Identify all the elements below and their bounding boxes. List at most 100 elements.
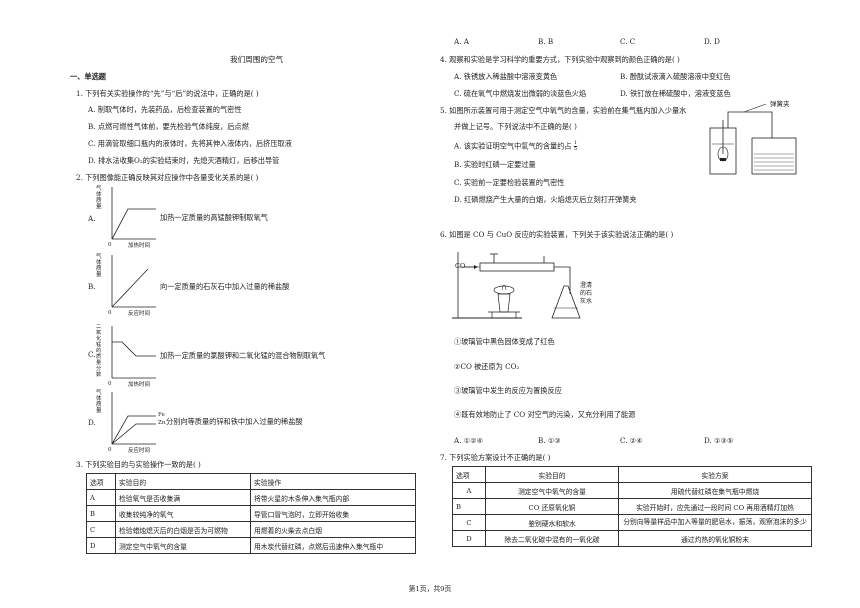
q6-answer-c: C. ②④ — [620, 436, 643, 445]
q5-stem-line1: 5. 如图所示装置可用于测定空气中氧气的含量，实验前在集气瓶内加入少量水 — [440, 106, 687, 115]
q2-graph-a — [111, 187, 156, 240]
q5-option-a: A. 该实验证明空气中氧气的含量约占 1 5 — [454, 140, 578, 152]
q2-graph-c-label: C. — [88, 350, 96, 359]
q6-answer-d: D. ①③⑤ — [704, 436, 734, 445]
q6-statement-2: ②CO 被还原为 CO₂ — [454, 362, 520, 371]
q5-option-a-text: A. 该实验证明空气中氧气的含量约占 — [454, 141, 572, 151]
q2-graph-a-xlabel: 加热时间 — [128, 243, 151, 249]
q6-statement-4: ④既有效地防止了 CO 对空气的污染，又充分利用了能源 — [454, 410, 636, 419]
section-heading: 一、单选题 — [70, 72, 106, 81]
q6-statement-3: ③玻璃管中发生的反应为置换反应 — [454, 386, 562, 395]
q2-graph-a-ylabel: 气体质量 — [96, 186, 102, 210]
table-cell: B — [452, 498, 486, 515]
q7-table: 选项 实验目的 实验方案 A 测定空气中氧气的含量 用硫代替红磷在集气瓶中燃烧 … — [452, 466, 812, 547]
q2-graph-a-label: A. — [88, 214, 96, 223]
table-header-row: 选项 实验目的 实验操作 — [86, 473, 416, 490]
table-row: B CO 还原氧化铜 实验开始时，应先通过一段时间 CO 再用酒精灯加热 — [452, 498, 812, 515]
table-cell: 用燃着的火柴去点白烟 — [250, 521, 416, 538]
q5-option-b: B. 实验时红磷一定要过量 — [454, 160, 536, 169]
q5-option-d: D. 红磷燃烧产生大量的白烟，火焰熄灭后立刻打开弹簧夹 — [454, 195, 637, 204]
doc-title: 我们周围的空气 — [230, 55, 284, 64]
q2-graph-b — [111, 255, 156, 308]
q2-graph-d-ylabel: 气体质量 — [96, 390, 102, 414]
q5-spring-clip-label: 弹簧夹 — [770, 100, 790, 108]
q2-graph-b-xlabel: 反应时间 — [128, 311, 151, 317]
q1-stem: 1. 下列有关实验操作的“先”与“后”的说法中，正确的是( ) — [76, 89, 259, 98]
table-cell: C — [86, 521, 116, 538]
q2-graph-b-ylabel: 气体质量 — [96, 254, 102, 278]
table-header: 实验目的 — [115, 473, 251, 490]
q3-answer-b: B. B — [538, 37, 554, 46]
q3-answer-d: D. D — [704, 37, 720, 46]
table-cell: D — [86, 537, 116, 554]
table-cell: C — [452, 514, 486, 531]
q4-stem: 4. 观察和实验是学习科学的重要方式，下列实验中观察到的颜色正确的是( ) — [440, 55, 680, 64]
table-cell: 分别向等量样品中加入等量的肥皂水，振荡，观察泡沫的多少 — [618, 514, 812, 531]
q1-option-d: D. 排水法收集O₂的实验结束时，先熄灭酒精灯，后移出导管 — [88, 156, 280, 165]
table-row: B 收集较纯净的氧气 导管口冒气泡时，立即开始收集 — [86, 505, 416, 522]
q2-graph-c-origin: 0 — [108, 381, 112, 387]
q2-graph-a-desc: 加热一定质量的高锰酸钾制取氧气 — [160, 213, 268, 222]
table-cell: 检验氧气是否收集满 — [115, 489, 251, 506]
table-cell: CO 还原氧化铜 — [485, 498, 619, 515]
q6-limewater-label: 澄清的石灰水 — [580, 282, 593, 305]
q2-graph-a-origin: 0 — [108, 242, 112, 248]
q5-stem-line2: 并做上记号。下列说法中不正确的是( ) — [454, 122, 577, 131]
q4-option-a: A. 铁锈放入稀盐酸中溶液变黄色 — [454, 72, 558, 81]
table-row: D 除去二氧化碳中混有的一氧化碳 通过灼热的氧化铜粉末 — [452, 530, 812, 547]
page-footer: 第1页，共9页 — [408, 585, 452, 593]
fraction-denominator: 5 — [573, 146, 578, 152]
q1-option-c: C. 用滴管取细口瓶内的液体时，先将其伸入液体内，后挤压取液 — [88, 139, 292, 148]
q5-option-c: C. 实验前一定要检验装置的气密性 — [454, 178, 565, 187]
table-cell: 除去二氧化碳中混有的一氧化碳 — [485, 530, 619, 547]
table-cell: 通过灼热的氧化铜粉末 — [618, 530, 812, 547]
q2-graph-d-line-zn: Zn — [158, 420, 166, 426]
q2-graph-c — [111, 326, 156, 379]
q3-stem: 3. 下列实验目的与实验操作一致的是( ) — [76, 460, 201, 469]
table-cell: B — [86, 505, 116, 522]
q2-graph-b-origin: 0 — [108, 310, 112, 316]
q2-graph-b-label: B. — [88, 282, 96, 291]
q6-statement-1: ①玻璃管中黑色固体变成了红色 — [454, 337, 555, 346]
table-header: 选项 — [452, 466, 486, 483]
table-cell: 测定空气中氧气的含量 — [485, 482, 619, 499]
q6-answer-a: A. ①②④ — [454, 436, 484, 445]
table-row: C 检验蜡烛熄灭后的白烟是否为可燃物 用燃着的火柴去点白烟 — [86, 521, 416, 538]
table-cell: 测定空气中氧气的含量 — [115, 537, 251, 554]
table-header-row: 选项 实验目的 实验方案 — [452, 466, 812, 483]
q2-graph-b-desc: 向一定质量的石灰石中加入过量的稀盐酸 — [160, 282, 290, 291]
q2-graph-d-xlabel: 反应时间 — [128, 448, 151, 454]
q2-graph-d — [111, 392, 156, 445]
table-row: D 测定空气中氧气的含量 用木炭代替红磷，点燃后迅速伸入集气瓶中 — [86, 537, 416, 554]
q1-option-b: B. 点燃可燃性气体前，要先检验气体纯度，后点燃 — [88, 122, 249, 131]
q2-graph-d-label: D. — [88, 418, 96, 427]
q6-stem: 6. 如图是 CO 与 CuO 反应的实验装置，下列关于该实验说法正确的是( ) — [440, 230, 674, 239]
q3-answer-c: C. C — [620, 37, 636, 46]
q2-graph-d-origin: 0 — [108, 447, 112, 453]
q2-graph-c-ylabel: 二氧化锰的质量分数 — [96, 324, 102, 378]
table-cell: 检验蜡烛熄灭后的白烟是否为可燃物 — [115, 521, 251, 538]
table-row: C 鉴别硬水和软水 分别向等量样品中加入等量的肥皂水，振荡，观察泡沫的多少 — [452, 514, 812, 531]
table-cell: 鉴别硬水和软水 — [485, 514, 619, 531]
q6-answer-b: B. ①③ — [538, 436, 561, 445]
q7-stem: 7. 下列实验方案设计不正确的是( ) — [440, 453, 551, 462]
q4-option-b: B. 酚酞试液滴入硫酸溶液中变红色 — [620, 72, 731, 81]
fraction-numerator: 1 — [573, 140, 578, 147]
table-cell: 用木炭代替红磷，点燃后迅速伸入集气瓶中 — [250, 537, 416, 554]
table-cell: 用硫代替红磷在集气瓶中燃烧 — [618, 482, 812, 499]
table-row: A 检验氧气是否收集满 将带火星的木条伸入集气瓶内部 — [86, 489, 416, 506]
table-header: 实验目的 — [485, 466, 619, 483]
q5-option-a-fraction: 1 5 — [573, 140, 578, 152]
table-cell: D — [452, 530, 486, 547]
table-header: 选项 — [86, 473, 116, 490]
q3-answer-a: A. A — [454, 37, 469, 46]
table-cell: 收集较纯净的氧气 — [115, 505, 251, 522]
q2-stem: 2. 下列图像能正确反映其对应操作中各量变化关系的是( ) — [76, 173, 259, 182]
q3-table: 选项 实验目的 实验操作 A 检验氧气是否收集满 将带火星的木条伸入集气瓶内部 … — [86, 473, 416, 554]
q1-option-a: A. 制取气体时，先装药品，后检查装置的气密性 — [88, 105, 242, 114]
table-cell: 导管口冒气泡时，立即开始收集 — [250, 505, 416, 522]
q4-option-d: D. 铁钉放在稀硫酸中，溶液变蓝色 — [620, 89, 731, 98]
q2-graph-c-xlabel: 加热时间 — [128, 382, 151, 388]
table-cell: 将带火星的木条伸入集气瓶内部 — [250, 489, 416, 506]
q6-co-label: CO — [455, 262, 466, 270]
